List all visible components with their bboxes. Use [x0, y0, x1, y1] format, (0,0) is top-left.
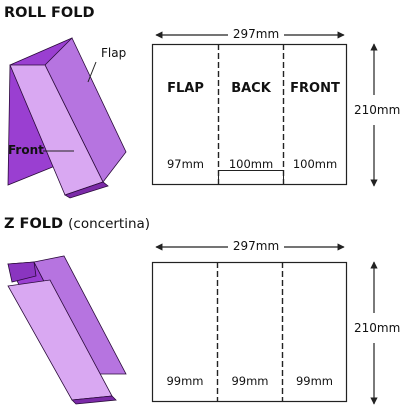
roll-panel-label-front: FRONT: [290, 81, 340, 96]
z-panel-width-1: 99mm: [166, 374, 204, 388]
roll-panel-label-flap: FLAP: [167, 81, 204, 96]
z-fold-title: Z FOLD (concertina): [4, 216, 151, 232]
roll-panel-label-back: BACK: [231, 81, 271, 96]
roll-panel-width-back: 100mm: [228, 157, 274, 171]
roll-fold-illustration: [7, 37, 127, 199]
front-callout-label: Front: [8, 143, 44, 157]
z-height-label: 210mm: [352, 321, 403, 335]
roll-fold-flat-sheet: [151, 43, 348, 186]
flap-callout-label: Flap: [101, 46, 127, 60]
flap-callout-line: [87, 61, 97, 83]
roll-panel-width-flap: 97mm: [166, 157, 205, 171]
z-panel-width-3: 99mm: [295, 374, 334, 388]
roll-panel-width-front: 100mm: [292, 157, 338, 171]
z-panel-width-2: 99mm: [231, 374, 269, 388]
z-total-width-label: 297mm: [228, 239, 284, 253]
z-fold-illustration: [7, 255, 127, 405]
roll-fold-title: ROLL FOLD: [4, 5, 95, 21]
z-fold-flat-sheet: [151, 261, 348, 403]
roll-total-width-label: 297mm: [228, 27, 284, 41]
roll-height-label: 210mm: [352, 103, 403, 117]
